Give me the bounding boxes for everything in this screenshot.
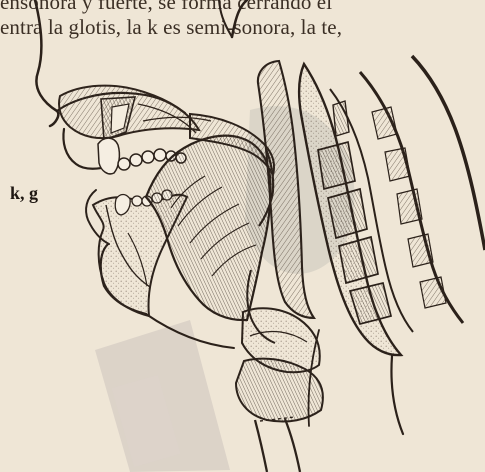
tongue bbox=[146, 136, 271, 320]
cervical-vertebrae bbox=[299, 56, 485, 355]
sound-label: k, g bbox=[10, 183, 38, 204]
nasal-and-palate bbox=[59, 86, 211, 140]
